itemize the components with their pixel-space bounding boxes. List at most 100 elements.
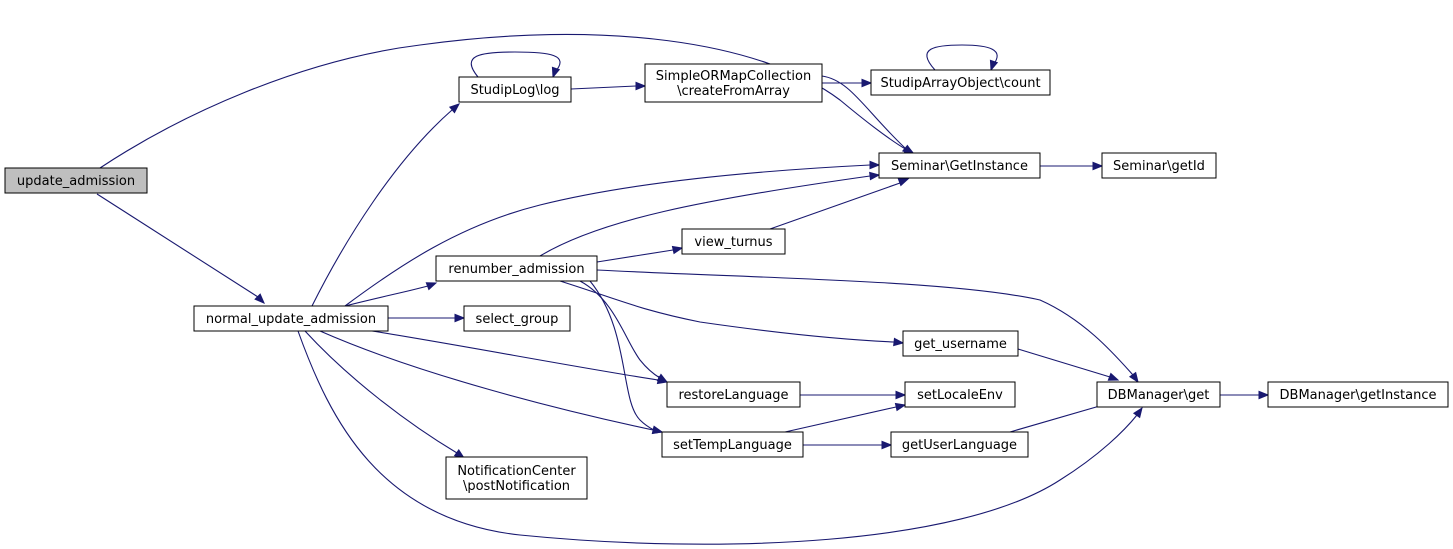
node-box — [902, 330, 1019, 357]
node-studiparrayobject-count[interactable]: StudipArrayObject\count — [870, 69, 1051, 96]
node-label: setTempLanguage — [673, 438, 792, 453]
node-label: update_admission — [17, 174, 135, 189]
edge-line — [596, 269, 1134, 376]
node-box — [435, 255, 598, 282]
node-select-group[interactable]: select_group — [463, 305, 571, 332]
node-dbmanager-get[interactable]: DBManager\get — [1096, 381, 1221, 408]
node-label: select_group — [476, 312, 559, 327]
edge-line — [319, 330, 654, 431]
arrowhead-icon — [425, 282, 438, 291]
node-box — [445, 456, 588, 500]
edge-line — [784, 406, 897, 433]
edge-nua-log — [311, 103, 461, 307]
node-box — [644, 63, 823, 103]
edge-nua-ren — [344, 282, 438, 307]
edge-log-sfa — [570, 81, 647, 91]
edge-line — [596, 249, 674, 263]
edge-line — [539, 175, 871, 257]
node-label: SimpleORMapCollection — [656, 69, 811, 84]
edge-tmp-loc — [784, 402, 907, 433]
edge-line — [304, 330, 458, 454]
arrowhead-icon — [895, 390, 907, 400]
node-studiplog-log[interactable]: StudipLog\log — [458, 76, 572, 103]
arrowhead-icon — [448, 103, 461, 114]
edge-line — [926, 44, 998, 71]
node-label: \createFromArray — [677, 84, 790, 99]
edge-line — [371, 330, 659, 381]
edge-ren-tmp — [589, 280, 664, 434]
edge-ren-dbg — [596, 269, 1139, 384]
edge-line — [1009, 402, 1111, 433]
arrowhead-icon — [897, 178, 910, 187]
node-label: DBManager\get — [1108, 388, 1210, 403]
arrowhead-icon — [881, 440, 893, 450]
node-label: normal_update_admission — [206, 312, 376, 327]
arrowhead-icon — [656, 373, 669, 383]
node-notificationcenter-postnotification[interactable]: NotificationCenter\postNotification — [445, 456, 588, 500]
node-setlocaleenv[interactable]: setLocaleEnv — [904, 381, 1016, 408]
edge-ua-nua — [96, 193, 265, 304]
node-label: StudipLog\log — [470, 83, 559, 98]
node-box — [1267, 381, 1449, 408]
node-box — [463, 305, 571, 332]
node-box — [458, 76, 572, 103]
node-seminar-getinstance[interactable]: Seminar\GetInstance — [878, 152, 1041, 179]
edge-ren-gun — [559, 280, 905, 347]
edge-line — [769, 182, 901, 230]
node-update-admission[interactable]: update_admission — [4, 167, 148, 194]
edge-ren-vt — [596, 245, 684, 263]
arrowhead-icon — [651, 425, 664, 434]
node-normal-update-admission[interactable]: normal_update_admission — [193, 305, 389, 332]
edge-ren-sgi — [539, 171, 881, 257]
arrowhead-icon — [635, 81, 647, 91]
node-settemplanguage[interactable]: setTempLanguage — [661, 431, 804, 458]
edge-vt-sgi — [769, 178, 910, 230]
node-box — [1096, 381, 1221, 408]
node-restorelanguage[interactable]: restoreLanguage — [666, 381, 801, 408]
node-box — [1101, 152, 1217, 179]
node-seminar-getid[interactable]: Seminar\getId — [1101, 152, 1217, 179]
arrowhead-icon — [1258, 390, 1270, 400]
edge-line — [470, 51, 561, 78]
node-label: restoreLanguage — [678, 388, 788, 403]
edge-dbg-gin — [1220, 390, 1270, 400]
node-box — [666, 381, 801, 408]
node-get-username[interactable]: get_username — [902, 330, 1019, 357]
node-dbmanager-getinstance[interactable]: DBManager\getInstance — [1267, 381, 1449, 408]
node-view-turnus[interactable]: view_turnus — [681, 228, 786, 255]
edge-line — [344, 285, 429, 307]
node-label: view_turnus — [694, 235, 772, 250]
node-simpleormapcollection-createfromarray[interactable]: SimpleORMapCollection\createFromArray — [644, 63, 823, 103]
edge-cnt-self — [926, 44, 999, 72]
node-label: get_username — [914, 337, 1007, 352]
edge-line — [589, 280, 655, 431]
edge-sgi-gid — [1040, 161, 1104, 171]
arrowhead-icon — [454, 313, 466, 323]
node-box — [870, 69, 1051, 96]
edge-res-loc — [800, 390, 907, 400]
edge-line — [99, 33, 908, 169]
edge-gun-dbg — [1017, 348, 1120, 381]
arrowhead-icon — [869, 171, 881, 181]
nodes: update_admission normal_update_admission S… — [4, 63, 1449, 500]
edge-line — [1017, 348, 1111, 378]
node-box — [681, 228, 786, 255]
edge-line — [570, 85, 637, 90]
node-getuserlanguage[interactable]: getUserLanguage — [890, 431, 1029, 458]
node-renumber-admission[interactable]: renumber_admission — [435, 255, 598, 282]
edge-nua-sel — [388, 313, 466, 323]
node-label: NotificationCenter — [457, 464, 576, 479]
node-label: DBManager\getInstance — [1280, 388, 1437, 403]
node-label: renumber_admission — [448, 262, 584, 277]
arrowhead-icon — [893, 337, 905, 347]
arrowhead-icon — [1132, 406, 1143, 419]
node-label: StudipArrayObject\count — [880, 76, 1040, 91]
node-box — [661, 431, 804, 458]
edge-line — [559, 280, 895, 343]
node-label: getUserLanguage — [902, 438, 1017, 453]
edge-line — [297, 330, 1138, 545]
arrowhead-icon — [551, 66, 561, 79]
arrowhead-icon — [1092, 161, 1104, 171]
edge-nua-not — [304, 330, 466, 459]
